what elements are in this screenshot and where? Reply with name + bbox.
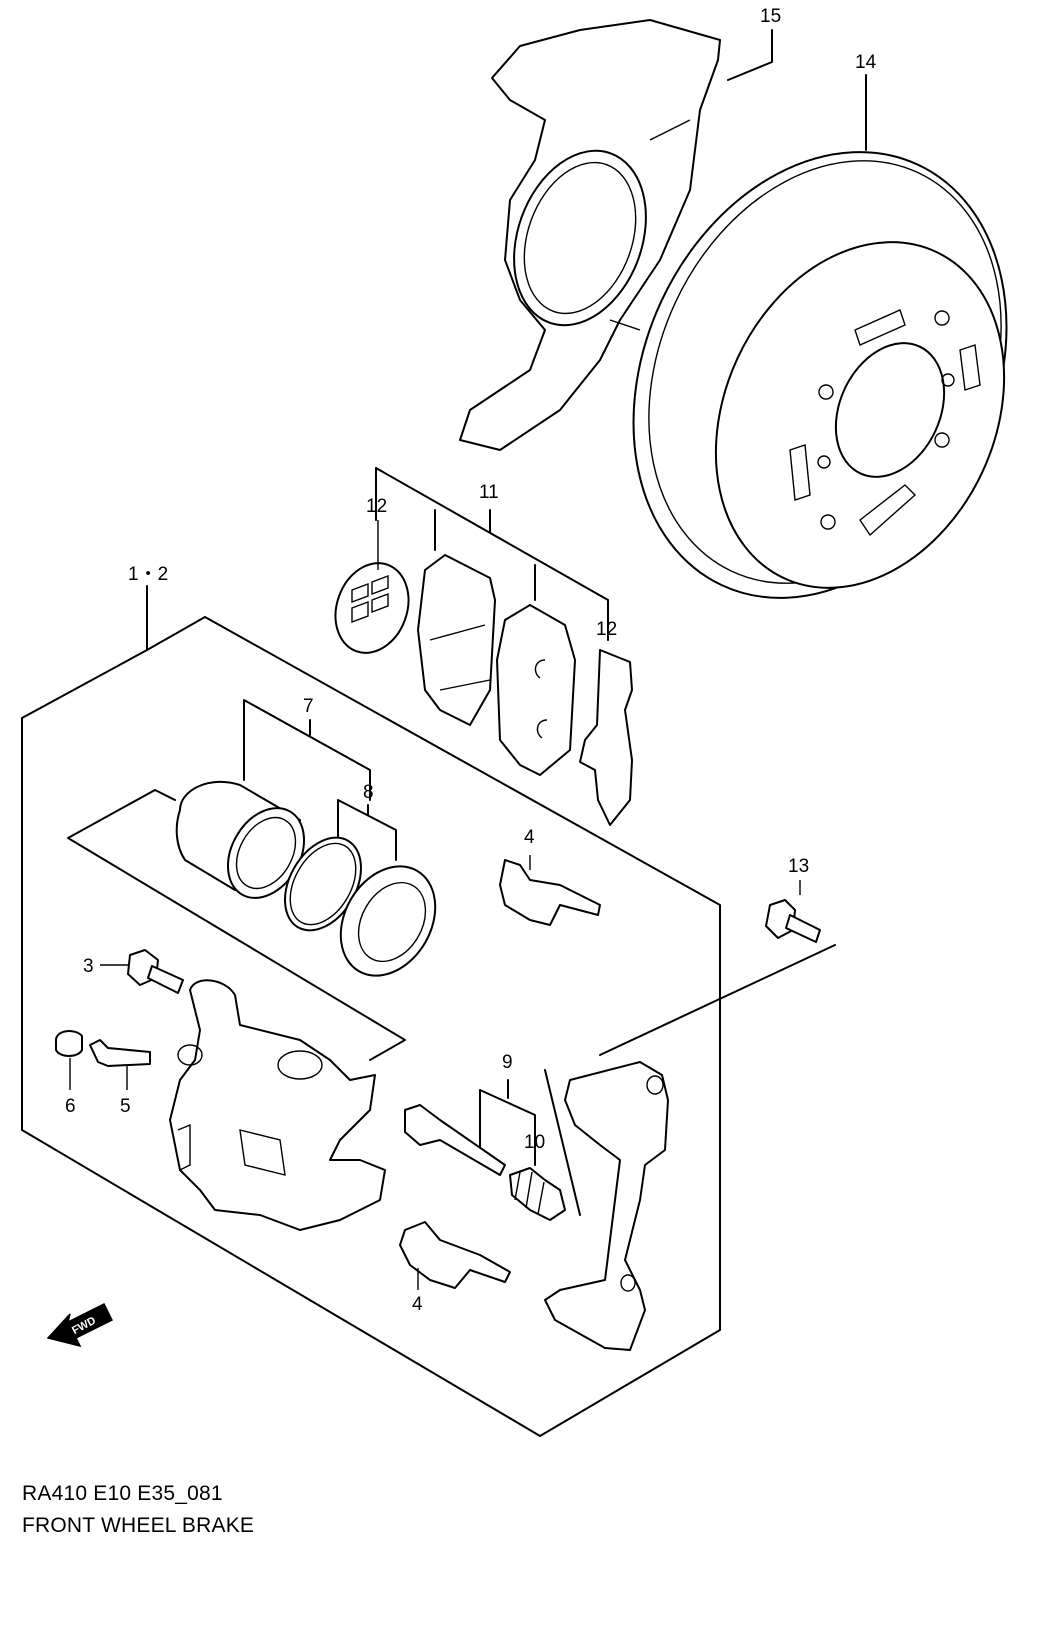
callout-8: 8 xyxy=(363,782,374,803)
piston-bracket xyxy=(67,699,406,1061)
part-8-seal xyxy=(284,836,437,977)
callout-12-right: 12 xyxy=(596,619,617,640)
callout-4-upper: 4 xyxy=(524,827,535,848)
part-12-shim-right xyxy=(579,649,633,826)
callout-13: 13 xyxy=(788,856,809,877)
diagram-code: RA410 E10 E35_081 xyxy=(22,1482,223,1505)
callout-12-left: 12 xyxy=(366,496,387,517)
callout-9: 9 xyxy=(502,1052,513,1073)
callout-15: 15 xyxy=(760,6,781,27)
callout-4-lower: 4 xyxy=(412,1294,423,1315)
callout-leaders xyxy=(146,29,867,593)
pad-group-bracket xyxy=(375,467,609,641)
part-11-brake-pad-inner xyxy=(496,604,576,776)
callout-11: 11 xyxy=(479,482,499,503)
part-12-shim-left xyxy=(334,520,410,654)
part-9-slide-pin xyxy=(404,1104,506,1176)
callout-14: 14 xyxy=(855,52,877,73)
part-14-brake-disc xyxy=(632,151,1008,599)
callout-5: 5 xyxy=(120,1096,131,1117)
callout-6: 6 xyxy=(65,1096,76,1117)
slide-pin-bracket xyxy=(479,1069,581,1216)
part-4-clip-upper xyxy=(499,855,601,926)
callout-3: 3 xyxy=(83,956,94,977)
callout-10: 10 xyxy=(524,1132,545,1153)
callout-7: 7 xyxy=(303,696,314,717)
caliper-carrier-bracket xyxy=(544,1061,669,1351)
caliper-kit-outline xyxy=(21,589,721,1437)
part-5-bleeder xyxy=(89,1039,151,1090)
callout-1-2: 1・2 xyxy=(128,564,168,585)
part-13-bolt xyxy=(599,880,836,1056)
part-11-brake-pad-outer xyxy=(417,554,496,726)
caliper-body xyxy=(169,979,386,1231)
part-6-cap xyxy=(55,1030,83,1090)
part-10-boot xyxy=(509,1167,566,1221)
part-7-piston xyxy=(175,780,305,899)
diagram-title: FRONT WHEEL BRAKE xyxy=(22,1514,255,1537)
part-15-dust-shield xyxy=(459,19,721,451)
part-3-bolt xyxy=(100,949,184,994)
fwd-arrow-icon: FWD xyxy=(46,1302,114,1348)
part-4-clip-lower xyxy=(399,1221,511,1290)
